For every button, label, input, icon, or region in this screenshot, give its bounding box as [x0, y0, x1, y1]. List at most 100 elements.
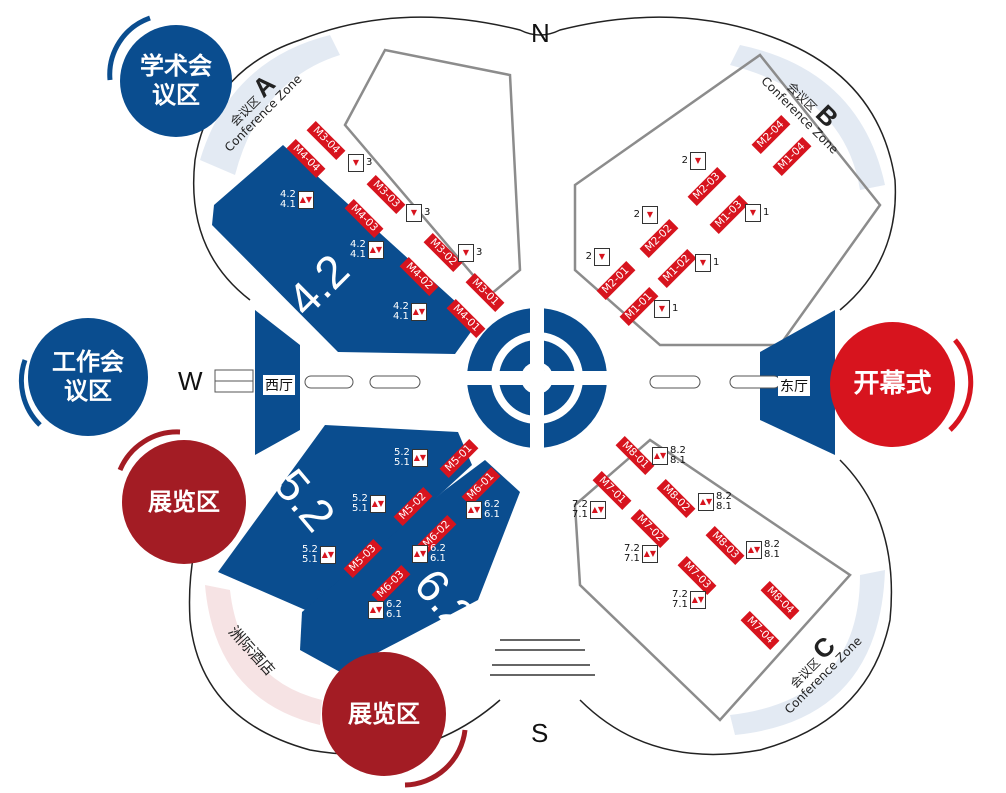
compass-west: W [178, 366, 203, 396]
floor-upper: 6.2 [484, 499, 500, 510]
floor-lower: 8.1 [764, 549, 780, 560]
conference-zone-c-band [730, 570, 885, 735]
floor-lower: 8.1 [716, 501, 732, 512]
elevator-icon: ▲▼ [297, 191, 314, 209]
floor-lower: 6.1 [430, 553, 446, 564]
elevator-floors: 3 [476, 248, 484, 258]
hall-3-outline [343, 48, 522, 297]
opening-ceremony-bubble[interactable]: 开幕式 [830, 322, 955, 447]
elevator-icon: ▲▼ [410, 303, 427, 321]
conference-zone-b-band [730, 45, 885, 190]
elevator-floors: 2 [584, 252, 592, 262]
elevator-floors: 2 [632, 210, 640, 220]
elevator-icon: ▲▼ [369, 495, 386, 513]
floor-lower: 4.1 [350, 249, 366, 260]
work-conference-bubble[interactable]: 工作会议区 [28, 318, 148, 436]
elevator-marker[interactable]: ▼3 [458, 244, 484, 262]
elevator-icon: ▼ [406, 204, 422, 222]
elevator-floors: 1 [763, 208, 771, 218]
elevator-icon: ▲▼ [367, 241, 384, 259]
central-hub [459, 300, 619, 460]
elevator-floors: 3 [366, 158, 374, 168]
elevator-icon: ▼ [458, 244, 474, 262]
compass-north: N [531, 18, 550, 48]
floor-upper: 6.2 [430, 543, 446, 554]
elevator-marker[interactable]: 2▼ [680, 152, 706, 170]
elevator-icon: ▼ [745, 204, 761, 222]
floor-lower: 5.1 [394, 457, 410, 468]
floor-lower: 1 [763, 207, 770, 218]
floor-upper: 4.2 [393, 301, 409, 312]
elevator-icon: ▲▼ [689, 591, 706, 609]
hall-6-2-area [300, 460, 520, 672]
elevator-icon: ▼ [348, 154, 364, 172]
elevator-marker[interactable]: ▼1 [654, 300, 680, 318]
elevator-marker[interactable]: 2▼ [632, 206, 658, 224]
floor-upper: 8.2 [670, 445, 686, 456]
elevator-icon: ▲▼ [698, 493, 714, 511]
floor-lower: 4.1 [393, 311, 409, 322]
floor-upper: 5.2 [352, 493, 368, 504]
floor-upper: 7.2 [624, 543, 640, 554]
floor-upper: 7.2 [672, 589, 688, 600]
elevator-icon: ▲▼ [319, 546, 336, 564]
compass-south: S [531, 718, 549, 748]
floor-lower: 7.1 [624, 553, 640, 564]
hall-4-2-area [212, 145, 478, 354]
floor-lower: 5.1 [302, 554, 318, 565]
west-corridor [304, 375, 354, 389]
elevator-floors: 1 [672, 304, 680, 314]
arc-exhibit-south [404, 729, 468, 788]
arc-exhibit-west [117, 429, 181, 472]
floor-upper: 4.2 [350, 239, 366, 250]
floor-lower: 3 [476, 247, 483, 258]
elevator-marker[interactable]: ▼3 [406, 204, 432, 222]
elevator-marker[interactable]: 2▼ [584, 248, 610, 266]
elevator-icon: ▲▼ [412, 545, 428, 563]
academic-conference-bubble[interactable]: 学术会议区 [120, 25, 232, 137]
floor-lower: 2 [681, 155, 688, 166]
exhibition-south-bubble[interactable]: 展览区 [322, 652, 446, 776]
opening-ceremony-label: 开幕式 [853, 368, 932, 399]
floor-lower: 1 [672, 303, 679, 314]
elevator-icon: ▲▼ [746, 541, 762, 559]
floor-lower: 2 [633, 209, 640, 220]
elevator-marker[interactable]: ▼1 [745, 204, 771, 222]
exhibition-west-bubble[interactable]: 展览区 [122, 440, 246, 564]
floor-lower: 7.1 [572, 509, 588, 520]
elevator-marker[interactable]: ▼1 [695, 254, 721, 272]
elevator-icon: ▲▼ [641, 545, 658, 563]
hall-5-2-area [218, 425, 472, 612]
floor-lower: 6.1 [484, 509, 500, 520]
south-stairs [490, 639, 595, 676]
east-corridor [649, 375, 701, 389]
floor-upper: 6.2 [386, 599, 402, 610]
west-bridge [214, 369, 254, 393]
floor-upper: 7.2 [572, 499, 588, 510]
elevator-marker[interactable]: ▼3 [348, 154, 374, 172]
floor-lower: 8.1 [670, 455, 686, 466]
east-lobby-label: 东厅 [778, 376, 810, 396]
